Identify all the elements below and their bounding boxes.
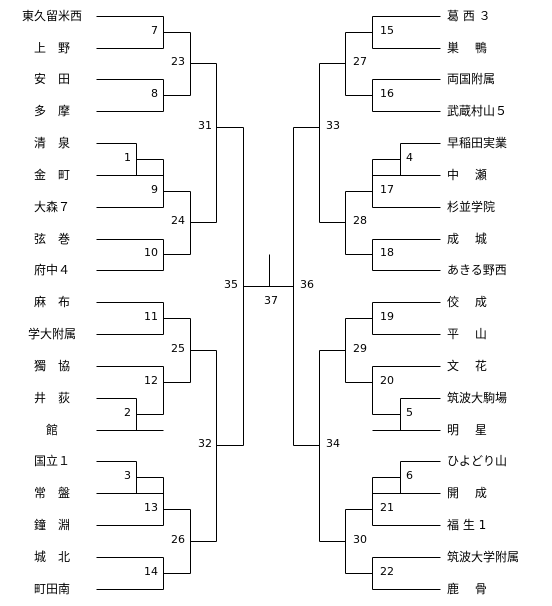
team-left-19: 町田南 bbox=[33, 582, 70, 596]
match-number-17: 17 bbox=[380, 183, 394, 196]
match-number-12: 12 bbox=[144, 374, 158, 387]
team-left-5: 清 泉 bbox=[33, 136, 70, 150]
match-number-33: 33 bbox=[326, 119, 340, 132]
match-number-2: 2 bbox=[124, 406, 131, 419]
match-number-13: 13 bbox=[144, 501, 158, 514]
team-left-4: 多 摩 bbox=[33, 104, 70, 118]
team-right-2: 巣 鴨 bbox=[447, 41, 487, 55]
team-left-17: 鐘 淵 bbox=[33, 518, 70, 532]
match-number-15: 15 bbox=[380, 24, 394, 37]
team-right-5: 早稲田実業 bbox=[447, 136, 508, 150]
match-number-37: 37 bbox=[264, 294, 278, 307]
match-number-4: 4 bbox=[406, 151, 413, 164]
team-right-7: 杉並学院 bbox=[447, 200, 496, 214]
team-right-17: 福 生 1 bbox=[447, 518, 487, 532]
team-right-12: 文 花 bbox=[447, 359, 487, 373]
team-right-15: ひよどり山 bbox=[447, 454, 508, 468]
team-left-11: 学大附属 bbox=[27, 327, 76, 341]
match-number-31: 31 bbox=[198, 119, 212, 132]
team-right-9: あきる野西 bbox=[447, 263, 507, 277]
match-number-8: 8 bbox=[151, 87, 158, 100]
team-right-16: 開 成 bbox=[447, 486, 487, 500]
team-left-16: 常 盤 bbox=[33, 486, 70, 500]
match-number-9: 9 bbox=[151, 183, 158, 196]
team-right-4: 武蔵村山５ bbox=[447, 104, 508, 118]
team-left-9: 府中４ bbox=[33, 263, 70, 277]
team-right-8: 成 城 bbox=[447, 232, 487, 246]
match-number-29: 29 bbox=[353, 342, 367, 355]
match-number-26: 26 bbox=[171, 533, 185, 546]
match-number-3: 3 bbox=[124, 469, 131, 482]
team-left-15: 国立１ bbox=[33, 454, 70, 468]
match-number-18: 18 bbox=[380, 246, 394, 259]
match-number-19: 19 bbox=[380, 310, 394, 323]
match-number-20: 20 bbox=[380, 374, 394, 387]
team-left-6: 金 町 bbox=[33, 168, 70, 182]
match-number-24: 24 bbox=[171, 214, 185, 227]
team-left-10: 麻 布 bbox=[33, 295, 70, 309]
team-left-8: 弦 巻 bbox=[33, 232, 70, 246]
match-number-23: 23 bbox=[171, 55, 185, 68]
match-number-5: 5 bbox=[406, 406, 413, 419]
match-number-11: 11 bbox=[144, 310, 158, 323]
team-left-14: 館 bbox=[45, 423, 58, 437]
match-number-1: 1 bbox=[124, 151, 131, 164]
match-number-16: 16 bbox=[380, 87, 394, 100]
team-left-12: 獨 協 bbox=[33, 359, 70, 373]
team-right-13: 筑波大駒場 bbox=[447, 391, 508, 405]
team-right-6: 中 瀬 bbox=[447, 168, 487, 182]
match-number-10: 10 bbox=[144, 246, 158, 259]
match-number-30: 30 bbox=[353, 533, 367, 546]
match-number-6: 6 bbox=[406, 469, 413, 482]
match-number-34: 34 bbox=[326, 437, 340, 450]
team-right-3: 両国附属 bbox=[447, 72, 496, 86]
match-number-36: 36 bbox=[300, 278, 314, 291]
team-right-14: 明 星 bbox=[447, 423, 487, 437]
team-left-18: 城 北 bbox=[33, 550, 70, 564]
match-number-28: 28 bbox=[353, 214, 367, 227]
match-number-21: 21 bbox=[380, 501, 394, 514]
match-number-14: 14 bbox=[144, 565, 158, 578]
match-number-35: 35 bbox=[224, 278, 238, 291]
team-left-13: 井 荻 bbox=[33, 391, 70, 405]
team-right-18: 筑波大学附属 bbox=[447, 550, 520, 564]
team-left-7: 大森７ bbox=[33, 200, 70, 214]
team-right-10: 佼 成 bbox=[447, 295, 487, 309]
team-right-19: 鹿 骨 bbox=[447, 582, 487, 596]
team-right-11: 平 山 bbox=[447, 327, 487, 341]
match-number-27: 27 bbox=[353, 55, 367, 68]
match-number-32: 32 bbox=[198, 437, 212, 450]
team-right-1: 葛 西 ３ bbox=[447, 9, 491, 23]
match-number-22: 22 bbox=[380, 565, 394, 578]
match-number-25: 25 bbox=[171, 342, 185, 355]
team-left-1: 東久留米西 bbox=[22, 9, 83, 23]
match-number-7: 7 bbox=[151, 24, 158, 37]
team-left-2: 上 野 bbox=[33, 41, 70, 55]
team-left-3: 安 田 bbox=[33, 72, 70, 86]
